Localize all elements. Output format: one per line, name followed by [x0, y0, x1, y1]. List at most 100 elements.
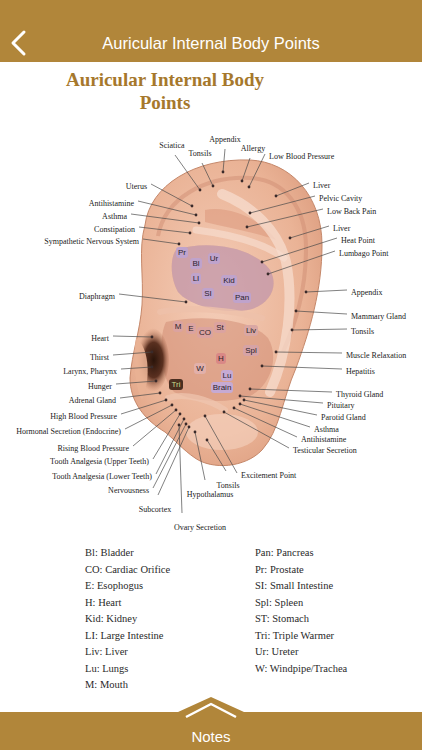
- point-patch: Kid: [221, 275, 237, 286]
- point-label-wrap: Excitement Point: [240, 464, 297, 482]
- point-patch: Pan: [233, 292, 251, 303]
- point-patch: Bl: [190, 258, 201, 269]
- point-label-wrap: Appendix: [350, 281, 384, 299]
- abbreviation-key: SI: Small Intestine: [255, 580, 333, 591]
- app-bar-title-wrap: Auricular Internal Body Points: [0, 31, 422, 55]
- point-patch: Liv: [244, 325, 258, 336]
- heading-block: Auricular Internal Body Points: [40, 68, 290, 114]
- point-label-wrap: Antihistamine: [88, 192, 135, 210]
- abbreviation-key: Spl: Spleen: [255, 597, 303, 608]
- key-entry-wrap: Tri: Triple Warmer: [255, 625, 334, 643]
- point-dot: [179, 413, 182, 416]
- cymba-concha: [172, 245, 274, 311]
- point-label-wrap: Heart: [90, 327, 110, 345]
- point-dot: [171, 404, 174, 407]
- point-label-wrap: Tonsils: [350, 320, 375, 338]
- point-label-wrap: Mammary Gland: [350, 305, 407, 323]
- leader-line: [113, 352, 152, 355]
- point-dot: [175, 409, 178, 412]
- point-dot: [261, 365, 264, 368]
- point-label: Asthma: [101, 212, 128, 221]
- point-dot: [206, 439, 209, 442]
- app-bar-title: Auricular Internal Body Points: [102, 34, 319, 52]
- point-label: Hypothalamus: [186, 490, 235, 499]
- point-dot: [194, 431, 197, 434]
- point-abbreviation: Tri: [171, 380, 180, 389]
- point-dot: [246, 226, 249, 229]
- point-patch: CO: [197, 327, 213, 338]
- leader-line: [158, 427, 189, 495]
- point-label-wrap: Subcortex: [138, 498, 172, 516]
- point-label: Liver: [312, 181, 331, 190]
- key-entry-wrap: M: Mouth: [85, 674, 128, 692]
- leader-line: [276, 352, 342, 353]
- point-label: Thyroid Gland: [335, 390, 384, 399]
- point-dot: [195, 214, 198, 217]
- abbreviation-key: Tri: Triple Warmer: [255, 630, 334, 641]
- point-dot: [198, 222, 201, 225]
- point-abbreviation: Pr: [178, 248, 186, 257]
- point-label-wrap: Muscle Relaxation: [345, 344, 407, 362]
- abbreviation-key: H: Heart: [85, 597, 121, 608]
- point-label-wrap: Heat Point: [340, 229, 376, 247]
- leader-line: [290, 226, 329, 238]
- key-entry-wrap: ST: Stomach: [255, 608, 309, 626]
- tragus: [134, 338, 147, 400]
- point-abbreviation: Kid: [223, 276, 235, 285]
- point-dot: [241, 180, 244, 183]
- point-dot: [151, 351, 154, 354]
- point-patch: Tri: [169, 379, 182, 390]
- leader-line: [120, 393, 160, 398]
- point-label-wrap: Liver: [312, 174, 331, 192]
- point-dot: [183, 418, 186, 421]
- point-dot: [239, 403, 242, 406]
- point-label: Nervousness: [107, 486, 150, 495]
- leader-line: [242, 158, 250, 181]
- point-label: Uterus: [125, 182, 148, 191]
- point-abbreviation: LI: [193, 274, 200, 283]
- abbreviation-key: W: Windpipe/Trachea: [255, 663, 347, 674]
- point-label-wrap: Tonsils: [188, 142, 213, 160]
- leader-line: [306, 290, 347, 292]
- point-label: Muscle Relaxation: [345, 351, 407, 360]
- point-label: Appendix: [208, 135, 242, 144]
- point-patch: Pr: [176, 247, 188, 258]
- point-label-wrap: Appendix: [208, 128, 242, 146]
- point-label: Larynx, Pharynx: [62, 367, 118, 376]
- point-dot: [185, 301, 188, 304]
- app-bar: [0, 0, 422, 62]
- point-abbreviation: CO: [199, 328, 211, 337]
- point-label-wrap: Low Blood Pressure: [268, 145, 335, 163]
- point-abbreviation: Ur: [210, 254, 218, 263]
- point-dot: [151, 366, 154, 369]
- leader-line: [268, 251, 335, 274]
- key-entry-wrap: Pan: Pancreas: [255, 542, 314, 560]
- point-label: Thirst: [89, 353, 110, 362]
- point-label-wrap: Asthma: [313, 418, 340, 436]
- point-label: Rising Blood Pressure: [56, 444, 130, 453]
- notes-wrap: Notes: [0, 727, 422, 747]
- point-abbreviation: Liv: [246, 326, 256, 335]
- point-dot: [243, 399, 246, 402]
- key-entry-wrap: W: Windpipe/Trachea: [255, 658, 347, 676]
- leader-line: [116, 381, 156, 384]
- leader-line: [244, 400, 317, 415]
- point-patch: M: [173, 321, 184, 332]
- abbreviation-key: LI: Large Intestine: [85, 630, 164, 641]
- point-dot: [305, 291, 308, 294]
- point-abbreviation: Pan: [235, 293, 249, 302]
- point-dot: [239, 395, 242, 398]
- point-dot: [178, 243, 181, 246]
- leader-line: [250, 196, 315, 213]
- leader-line: [250, 389, 332, 392]
- point-dot: [267, 273, 270, 276]
- key-entry-wrap: Lu: Lungs: [85, 658, 128, 676]
- point-label: High Blood Pressure: [49, 412, 118, 421]
- leader-line: [296, 311, 347, 314]
- abbreviation-key: M: Mouth: [85, 679, 128, 690]
- point-dot: [249, 212, 252, 215]
- point-label-wrap: Nervousness: [107, 479, 150, 497]
- point-label: Asthma: [313, 425, 340, 434]
- point-label: Hepatitis: [345, 367, 376, 376]
